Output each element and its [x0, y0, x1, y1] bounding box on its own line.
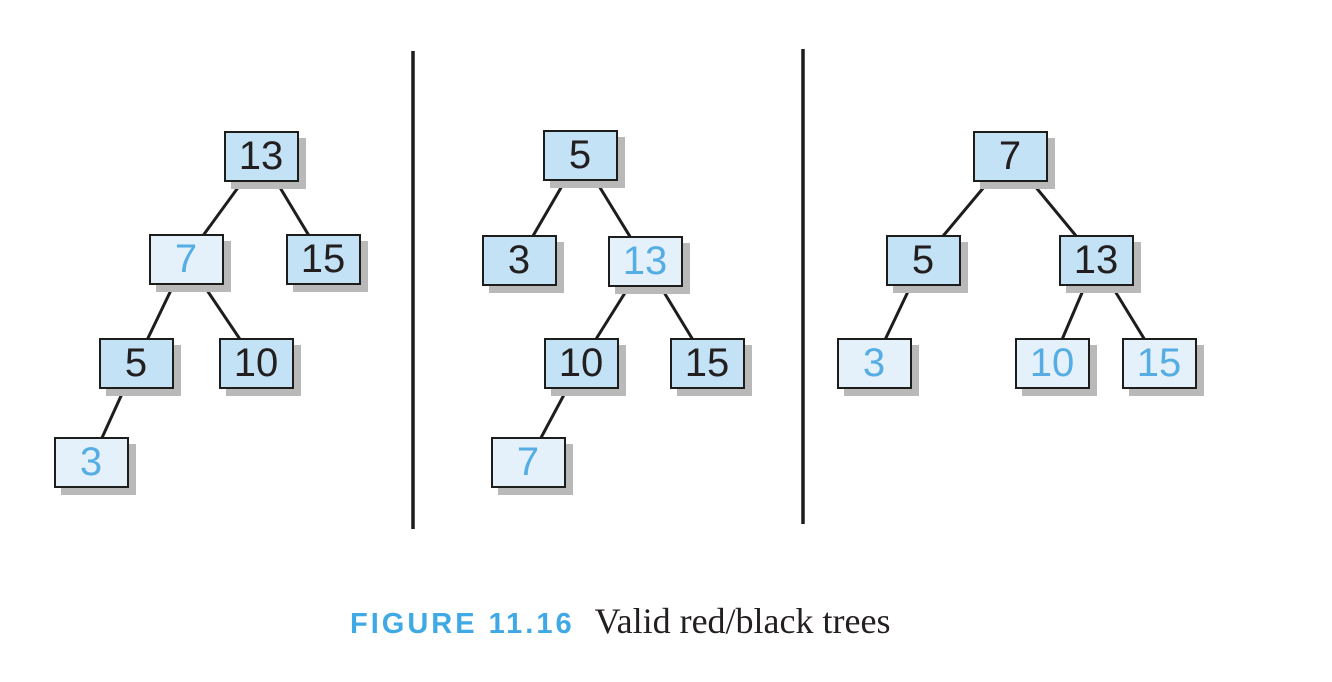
- tree-1-node-13: 13: [223, 130, 299, 182]
- tree-2-node-3: 3: [481, 234, 557, 286]
- tree-2-node-15: 15: [669, 337, 745, 389]
- tree-3-node-3: 3: [836, 337, 912, 389]
- tree-1-node-15: 15: [285, 233, 361, 285]
- tree-2-node-13: 13: [607, 235, 683, 287]
- tree-1-node-7: 7: [148, 233, 224, 285]
- tree-2-node-7: 7: [490, 436, 566, 488]
- tree-1-node-5: 5: [98, 337, 174, 389]
- tree-1-node-3: 3: [53, 436, 129, 488]
- tree-3-node-10: 10: [1014, 337, 1090, 389]
- figure-number-label: FIGURE 11.16: [350, 608, 575, 640]
- tree-3-node-7: 7: [972, 130, 1048, 182]
- tree-3-node-5: 5: [885, 234, 961, 286]
- tree-2-node-5: 5: [542, 129, 618, 181]
- figure-title: Valid red/black trees: [594, 601, 891, 641]
- figure-caption: FIGURE 11.16 Valid red/black trees: [350, 600, 890, 642]
- tree-2-node-10: 10: [543, 337, 619, 389]
- tree-1-node-10: 10: [218, 337, 294, 389]
- tree-3-node-13: 13: [1058, 234, 1134, 286]
- tree-3-node-15: 15: [1121, 337, 1197, 389]
